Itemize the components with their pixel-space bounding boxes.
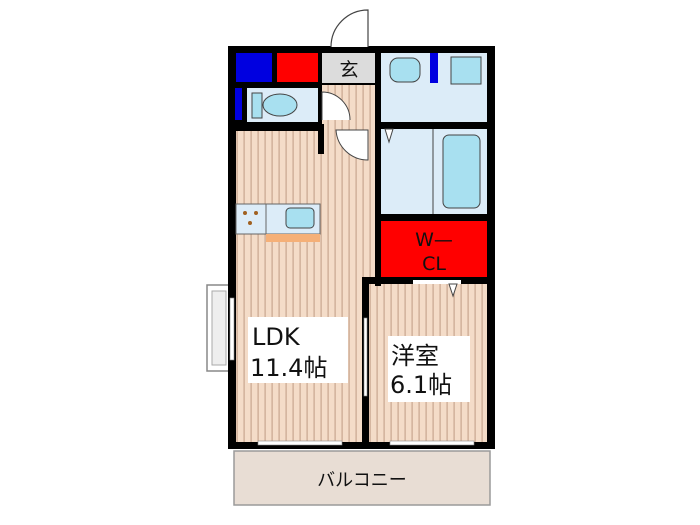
hall-door[interactable] xyxy=(335,129,369,161)
western-room-label: 洋室 xyxy=(391,342,439,370)
entrance-label: 玄 xyxy=(339,59,358,81)
kitchen-counter xyxy=(266,234,320,242)
storage-blue xyxy=(236,53,272,82)
closet-label-1: W— xyxy=(415,229,453,251)
window xyxy=(363,317,368,397)
window xyxy=(389,440,475,446)
sink-icon xyxy=(285,207,315,229)
balcony-label: バルコニー xyxy=(317,470,407,491)
stove-icon xyxy=(235,203,267,235)
bathtub-icon xyxy=(442,134,481,209)
window xyxy=(229,297,235,361)
sliding-door[interactable] xyxy=(413,280,461,284)
closet-label-2: CL xyxy=(422,253,446,275)
storage-blue-strip xyxy=(235,88,242,120)
ldk-label: LDK xyxy=(252,323,301,351)
washing-machine-icon xyxy=(450,56,482,85)
storage-red xyxy=(277,53,318,82)
window xyxy=(257,440,343,446)
walk-in-closet xyxy=(381,221,487,277)
entrance xyxy=(322,53,375,83)
entrance-door[interactable] xyxy=(330,9,369,48)
toilet-door[interactable] xyxy=(321,91,351,121)
storage-blue-wash xyxy=(430,53,438,83)
balcony xyxy=(233,450,491,506)
ldk-size: 11.4帖 xyxy=(250,354,327,382)
washbasin-icon xyxy=(389,57,421,83)
toilet-icon xyxy=(262,93,298,117)
toilet-tank xyxy=(251,92,263,119)
western-room-size: 6.1帖 xyxy=(390,371,452,399)
